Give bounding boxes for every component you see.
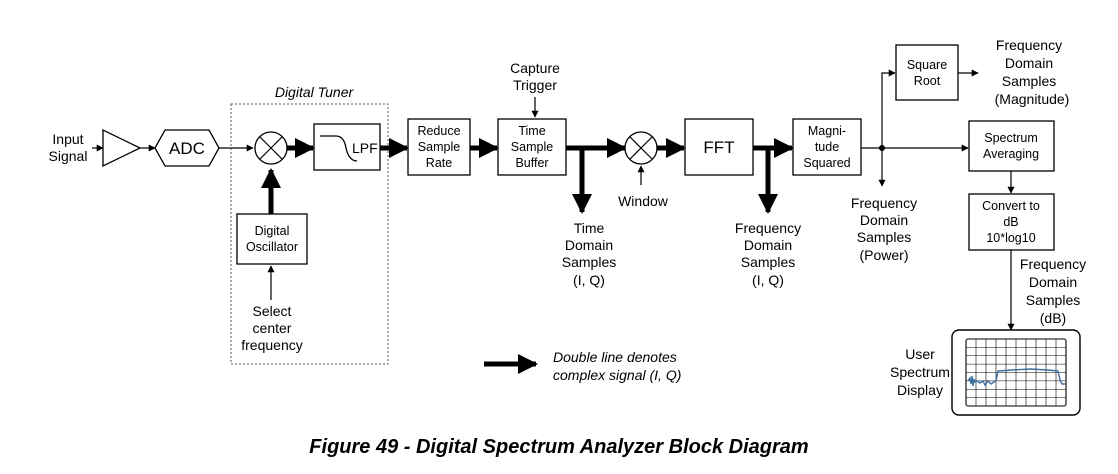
spectrum-averaging-block: Spectrum Averaging: [968, 120, 1055, 172]
lowpass-curve-icon: [320, 135, 358, 162]
figure-caption: Figure 49 - Digital Spectrum Analyzer Bl…: [309, 436, 808, 458]
select-center-label: Select center frequency: [241, 303, 302, 353]
svg-text:Sample: Sample: [511, 140, 553, 154]
reduce-sample-rate-block: Reduce Sample Rate: [407, 118, 471, 176]
svg-text:Signal: Signal: [49, 148, 88, 164]
user-display-label: User Spectrum Display: [890, 346, 950, 398]
lpf-block: LPF: [313, 123, 381, 171]
fft-block: FFT: [684, 118, 754, 176]
svg-text:Rate: Rate: [426, 156, 452, 170]
freq-iq-label: Frequency Domain Samples (I, Q): [735, 220, 801, 288]
svg-text:Double line denotes: Double line denotes: [553, 349, 677, 365]
svg-text:(I, Q): (I, Q): [752, 272, 784, 288]
svg-text:Time: Time: [574, 220, 605, 236]
svg-text:Root: Root: [914, 74, 941, 88]
svg-text:Capture: Capture: [510, 60, 560, 76]
fft-label: FFT: [703, 138, 734, 157]
svg-text:Digital: Digital: [255, 224, 290, 238]
svg-text:Reduce: Reduce: [417, 124, 460, 138]
spectrum-trace: [967, 368, 1065, 387]
display-grid: [966, 339, 1066, 406]
svg-text:User: User: [905, 346, 935, 362]
svg-text:complex signal (I, Q): complex signal (I, Q): [553, 367, 681, 383]
svg-text:Averaging: Averaging: [983, 147, 1039, 161]
input-label: Input Signal: [49, 131, 88, 164]
svg-text:Samples: Samples: [562, 254, 616, 270]
svg-text:Domain: Domain: [744, 237, 792, 253]
amplifier-icon: [102, 128, 142, 168]
adc-label: ADC: [169, 139, 205, 158]
svg-text:(Power): (Power): [859, 247, 908, 263]
svg-text:10*log10: 10*log10: [986, 231, 1035, 245]
svg-text:(I, Q): (I, Q): [573, 272, 605, 288]
svg-text:Time: Time: [518, 124, 545, 138]
convert-db-block: Convert to dB 10*log10: [968, 193, 1055, 251]
svg-text:Convert to: Convert to: [982, 199, 1040, 213]
svg-text:Frequency: Frequency: [996, 37, 1062, 53]
svg-text:Domain: Domain: [565, 237, 613, 253]
magnitude-squared-block: Magni- tude Squared: [792, 118, 862, 176]
svg-text:Samples: Samples: [1026, 292, 1080, 308]
lpf-label: LPF: [352, 140, 378, 156]
tuner-title: Digital Tuner: [275, 84, 355, 100]
freq-magnitude-label: Frequency Domain Samples (Magnitude): [995, 37, 1070, 107]
freq-power-label: Frequency Domain Samples (Power): [851, 195, 917, 263]
svg-text:Samples: Samples: [1002, 73, 1056, 89]
svg-text:Frequency: Frequency: [1020, 256, 1086, 272]
svg-text:Spectrum: Spectrum: [890, 364, 950, 380]
svg-text:Spectrum: Spectrum: [984, 131, 1038, 145]
svg-text:(dB): (dB): [1040, 310, 1066, 326]
legend-label: Double line denotes complex signal (I, Q…: [553, 349, 681, 383]
window-mixer-icon: [624, 131, 658, 165]
svg-text:Buffer: Buffer: [515, 156, 548, 170]
capture-trigger-label: Capture Trigger: [510, 60, 560, 93]
svg-text:Domain: Domain: [1029, 274, 1077, 290]
window-label: Window: [618, 193, 669, 209]
digital-tuner-box: [230, 103, 389, 365]
tuner-mixer-icon: [254, 131, 288, 165]
svg-text:Frequency: Frequency: [735, 220, 801, 236]
time-domain-label: Time Domain Samples (I, Q): [562, 220, 616, 288]
svg-text:Squared: Squared: [803, 156, 850, 170]
svg-text:Display: Display: [897, 382, 943, 398]
svg-text:Oscillator: Oscillator: [246, 240, 298, 254]
svg-text:Frequency: Frequency: [851, 195, 917, 211]
spectrum-display-icon: [951, 329, 1081, 416]
svg-text:Square: Square: [907, 58, 947, 72]
svg-text:Sample: Sample: [418, 140, 460, 154]
svg-text:Samples: Samples: [857, 229, 911, 245]
svg-text:tude: tude: [815, 140, 839, 154]
svg-text:Input: Input: [52, 131, 83, 147]
freq-db-label: Frequency Domain Samples (dB): [1020, 256, 1086, 326]
time-sample-buffer-block: Time Sample Buffer: [497, 118, 567, 176]
svg-text:Trigger: Trigger: [513, 77, 557, 93]
svg-text:Domain: Domain: [1005, 55, 1053, 71]
svg-text:Magni-: Magni-: [808, 124, 846, 138]
svg-text:Select: Select: [253, 303, 292, 319]
svg-text:center: center: [253, 320, 292, 336]
svg-text:dB: dB: [1003, 215, 1018, 229]
square-root-block: Square Root: [895, 44, 959, 101]
svg-text:frequency: frequency: [241, 337, 302, 353]
svg-text:Samples: Samples: [741, 254, 795, 270]
to-square-root-line: [881, 69, 896, 148]
svg-text:Domain: Domain: [860, 212, 908, 228]
svg-text:(Magnitude): (Magnitude): [995, 91, 1070, 107]
adc-block: ADC: [154, 129, 220, 167]
digital-oscillator-block: Digital Oscillator: [236, 213, 308, 265]
